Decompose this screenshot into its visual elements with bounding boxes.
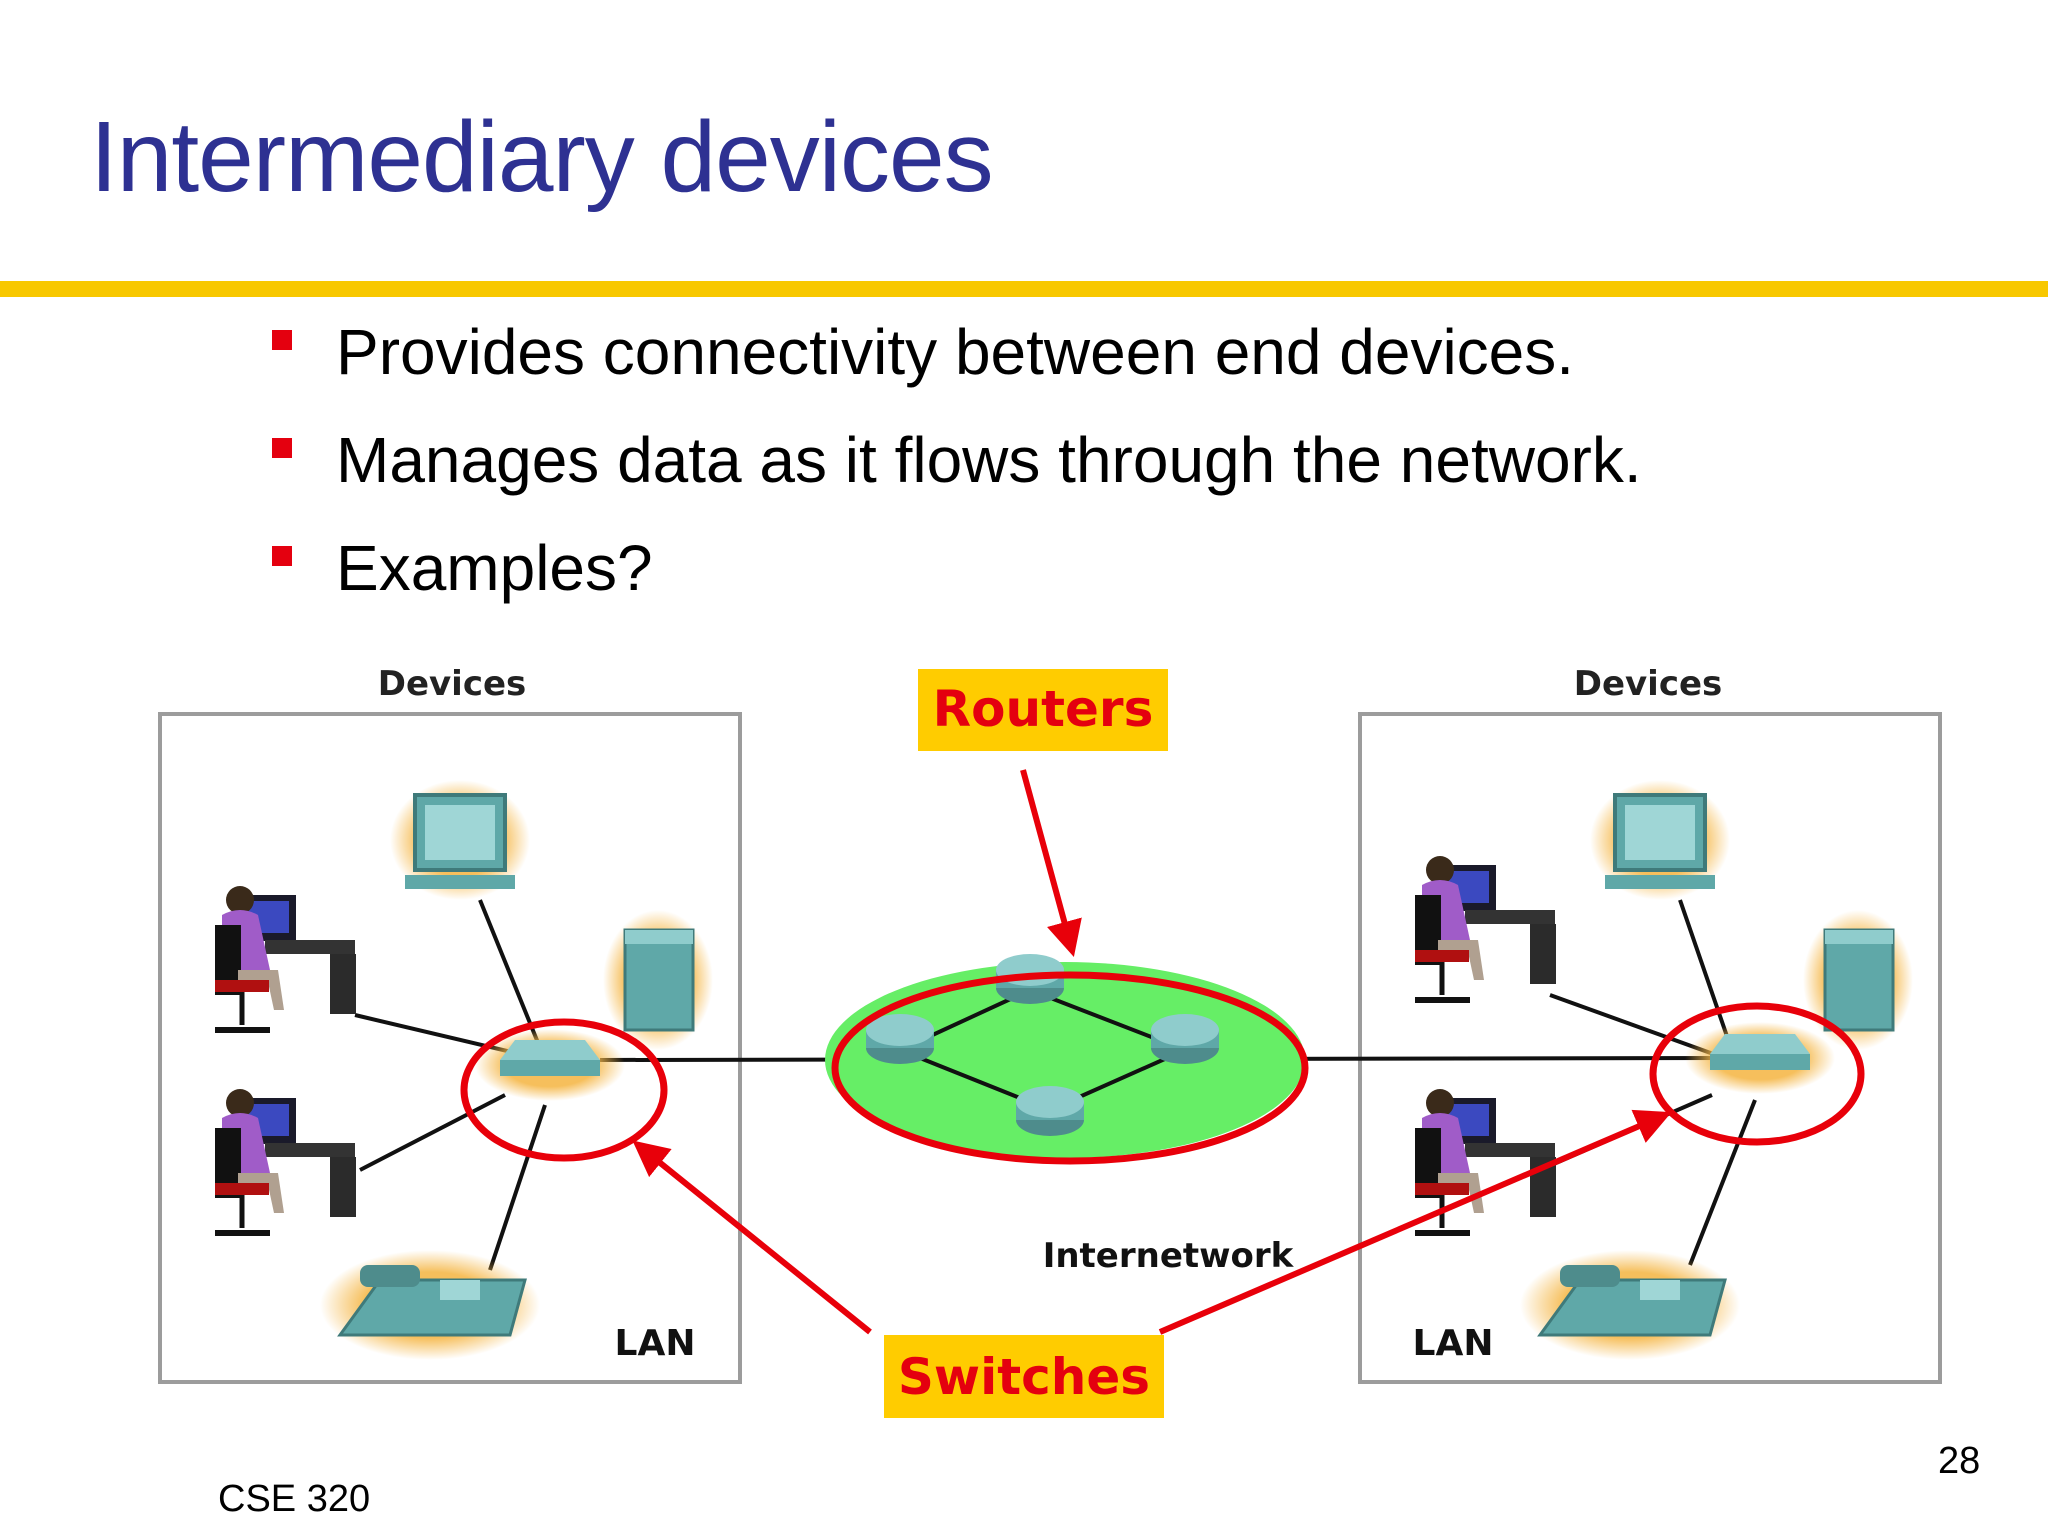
switch-icon — [475, 1029, 625, 1101]
bullet-square-icon — [272, 438, 292, 458]
desktop-computer-icon — [390, 780, 530, 900]
ip-phone-icon — [1520, 1250, 1740, 1360]
router-icon — [866, 1014, 934, 1064]
switch-icon — [1685, 1022, 1835, 1094]
router-icon — [1016, 1086, 1084, 1136]
routers-callout-label: Routers — [933, 680, 1154, 738]
desktop-computer-icon — [1590, 780, 1730, 900]
bullet-item: Examples? — [270, 514, 1642, 622]
course-footer: CSE 320 — [218, 1478, 371, 1520]
bullet-text: Examples? — [336, 532, 653, 604]
bullet-square-icon — [272, 546, 292, 566]
right-lan-label: LAN — [1413, 1323, 1494, 1364]
right-switch-highlight — [1649, 1002, 1865, 1146]
switches-arrow-left — [632, 1140, 872, 1335]
left-lan-label: LAN — [615, 1323, 696, 1364]
router-icon — [1151, 1014, 1219, 1064]
user-workstation-icon — [1415, 856, 1556, 1003]
server-icon — [603, 910, 713, 1050]
bullet-square-icon — [272, 330, 292, 350]
internetwork-label: Internetwork — [1043, 1236, 1295, 1276]
user-workstation-icon — [215, 886, 356, 1033]
right-devices-header: Devices — [1574, 664, 1723, 704]
switches-callout-label: Switches — [898, 1348, 1150, 1406]
slide-title: Intermediary devices — [90, 101, 994, 213]
routers-highlight — [831, 971, 1309, 1165]
network-diagram: Devices Devices — [158, 664, 1942, 1418]
switches-callout-box — [884, 1335, 1164, 1418]
ip-phone-icon — [320, 1250, 540, 1360]
left-lan-links — [354, 899, 547, 1271]
routers-callout-box — [918, 669, 1168, 751]
user-workstation-icon — [215, 1089, 356, 1236]
bullet-text: Provides connectivity between end device… — [336, 316, 1575, 388]
bullet-text: Manages data as it flows through the net… — [336, 424, 1642, 496]
bullet-list: Provides connectivity between end device… — [270, 298, 1642, 622]
title-divider — [0, 281, 2048, 297]
bullet-item: Provides connectivity between end device… — [270, 298, 1642, 406]
left-switch-highlight — [460, 1018, 668, 1162]
bullet-item: Manages data as it flows through the net… — [270, 406, 1642, 514]
switches-arrow-right — [1158, 1109, 1672, 1335]
internetwork-cloud — [825, 962, 1305, 1158]
user-workstation-icon — [1415, 1089, 1556, 1236]
page-number: 28 — [1938, 1440, 1981, 1482]
server-icon — [1803, 910, 1913, 1050]
router-icon — [996, 954, 1064, 1004]
left-devices-header: Devices — [378, 664, 527, 704]
routers-arrow — [1020, 769, 1082, 957]
